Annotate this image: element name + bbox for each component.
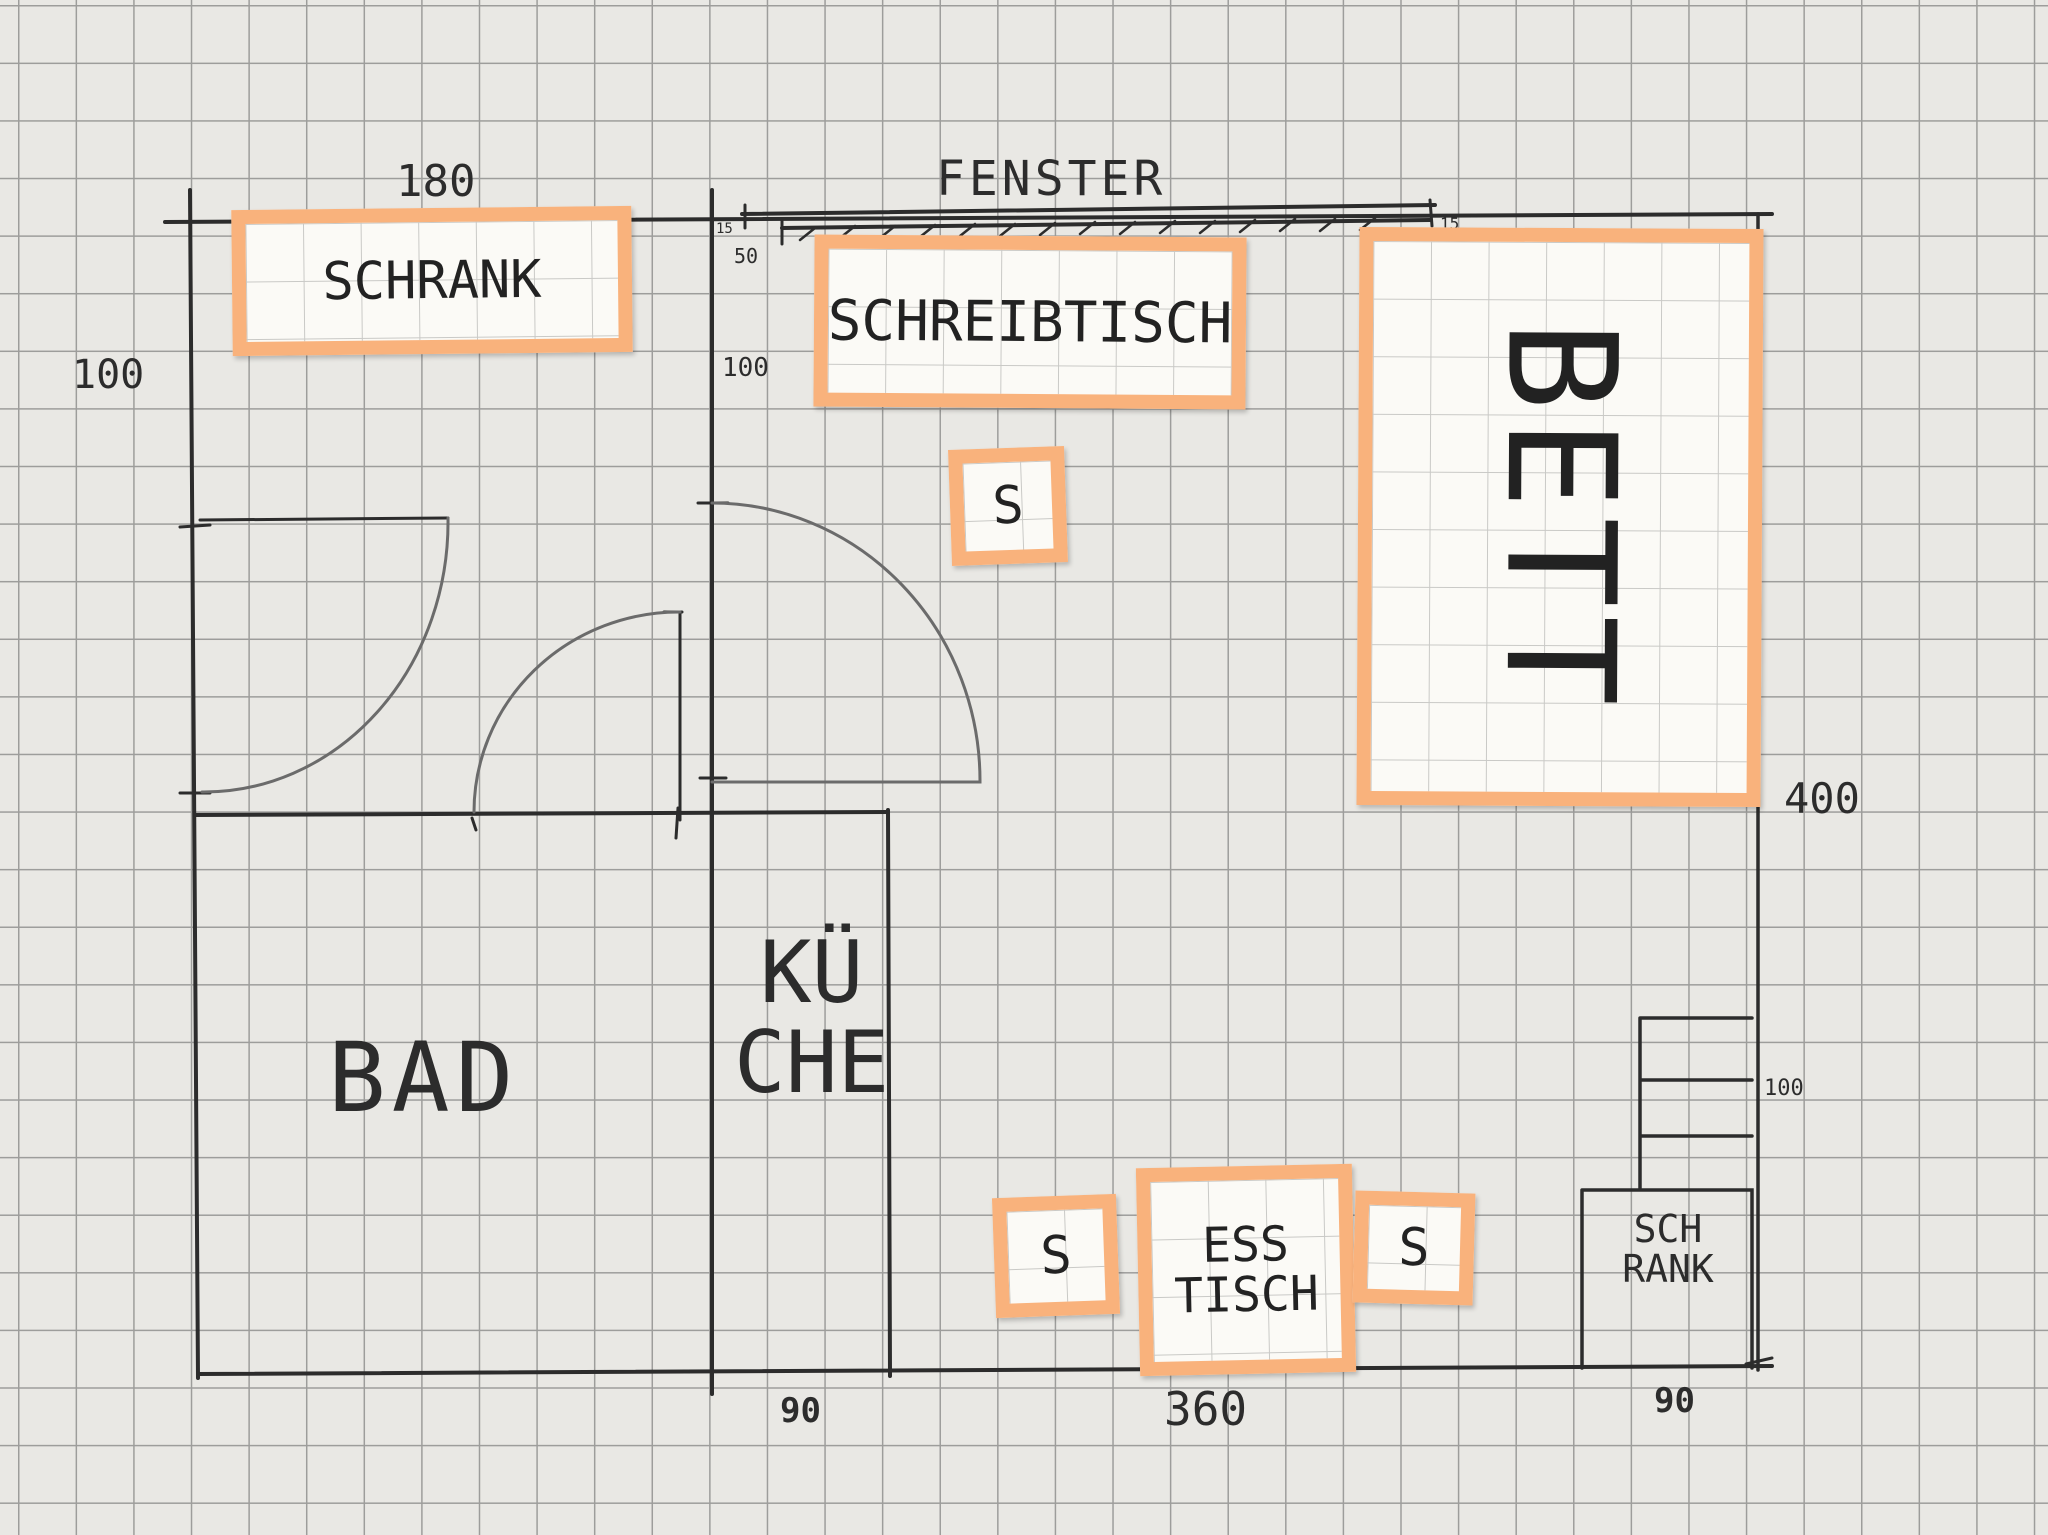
furniture-stuhl-desk-label: S bbox=[991, 475, 1025, 537]
dim-top-left: 180 bbox=[396, 156, 476, 207]
furniture-schrank-bottom-line2: RANK bbox=[1622, 1246, 1714, 1291]
furniture-bett[interactable]: BETT bbox=[1356, 226, 1764, 808]
furniture-esstisch-line1: ESS bbox=[1201, 1215, 1290, 1274]
dim-left: 100 bbox=[72, 352, 145, 398]
window-end-left bbox=[743, 203, 784, 246]
dim-window-height: 100 bbox=[722, 353, 769, 383]
dim-window-top-left: 15 bbox=[716, 221, 733, 237]
furniture-schreibtisch[interactable]: SCHREIBTISCH bbox=[813, 234, 1247, 410]
dim-right: 400 bbox=[1784, 774, 1860, 823]
door-arc-bath bbox=[472, 610, 682, 814]
label-kueche-line2: CHE bbox=[734, 1013, 890, 1114]
window-hatch bbox=[798, 216, 1377, 242]
furniture-esstisch[interactable]: ESS TISCH bbox=[1135, 1163, 1357, 1377]
label-kueche-line1: KÜ bbox=[759, 923, 864, 1023]
furniture-stuhl-right[interactable]: S bbox=[1352, 1190, 1476, 1306]
furniture-stuhl-left[interactable]: S bbox=[991, 1193, 1121, 1319]
dim-bottom: 360 bbox=[1164, 1382, 1248, 1436]
dim-window-depth: 50 bbox=[734, 244, 759, 268]
window-end-right bbox=[1428, 198, 1434, 228]
dim-bottom-left-scribble: 90 bbox=[780, 1391, 821, 1431]
stairs bbox=[1638, 1016, 1754, 1190]
furniture-schreibtisch-label: SCHREIBTISCH bbox=[827, 288, 1233, 356]
furniture-schrank-bottom: SCH RANK bbox=[1588, 1207, 1748, 1291]
window-line-a bbox=[740, 203, 1437, 216]
wall-left bbox=[188, 188, 200, 1380]
door-arc-left bbox=[200, 516, 450, 794]
schrank-bottom-outline bbox=[1580, 1188, 1754, 1370]
furniture-esstisch-line2: TISCH bbox=[1173, 1265, 1320, 1325]
window-line-b bbox=[780, 218, 1432, 230]
label-bad: BAD bbox=[328, 1022, 520, 1134]
furniture-schrank-bottom-line1: SCH bbox=[1633, 1207, 1703, 1251]
wall-kitchen-right bbox=[886, 808, 892, 1378]
dim-bottom-right-scribble: 90 bbox=[1654, 1381, 1695, 1421]
furniture-bett-label: BETT bbox=[1471, 319, 1649, 715]
door-leaf-left bbox=[198, 516, 450, 522]
door-arc-entrance bbox=[710, 501, 982, 784]
dim-stair-mark: 100 bbox=[1764, 1076, 1804, 1101]
wall-bottom bbox=[196, 1364, 1774, 1376]
wall-bath-top bbox=[193, 810, 890, 817]
furniture-schrank-top[interactable]: SCHRANK bbox=[231, 205, 633, 357]
label-fenster: FENSTER bbox=[936, 151, 1167, 207]
label-kueche: KÜ CHE bbox=[734, 928, 889, 1109]
furniture-stuhl-right-label: S bbox=[1397, 1217, 1431, 1279]
furniture-stuhl-desk[interactable]: S bbox=[948, 446, 1068, 566]
furniture-stuhl-left-label: S bbox=[1039, 1225, 1073, 1287]
door-leaf-bath bbox=[662, 610, 684, 822]
furniture-schrank-top-label: SCHRANK bbox=[322, 249, 542, 313]
